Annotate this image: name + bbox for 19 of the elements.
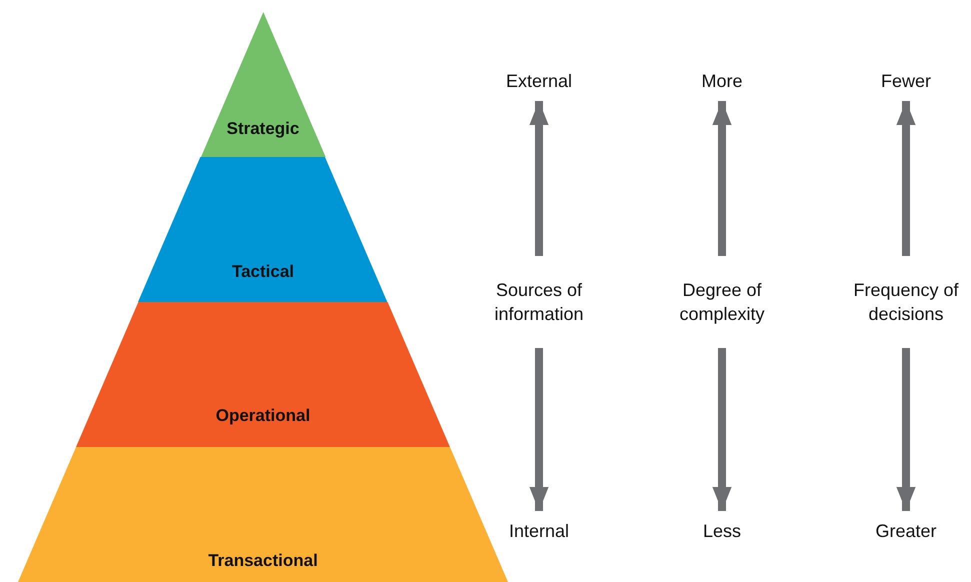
axis-label: Internal [508,519,570,543]
axis-label: Frequency of decisions [841,278,971,326]
axis-label: Sources of information [479,278,599,326]
axis-label: Degree of complexity [662,278,782,326]
arrow [529,101,549,256]
tier-label: Strategic [226,119,300,139]
axis-label: More [702,69,742,93]
axis-label: External [506,69,572,93]
arrow [712,348,732,511]
tier-label: Transactional [208,551,318,571]
arrow [712,101,732,256]
arrow [896,348,916,511]
axis-label: Less [702,519,742,543]
arrow [529,348,549,511]
axis-label: Greater [875,519,937,543]
tier-label: Tactical [232,262,294,282]
tier-label: Operational [216,406,310,426]
arrow [896,101,916,256]
axis-label: Fewer [881,69,931,93]
